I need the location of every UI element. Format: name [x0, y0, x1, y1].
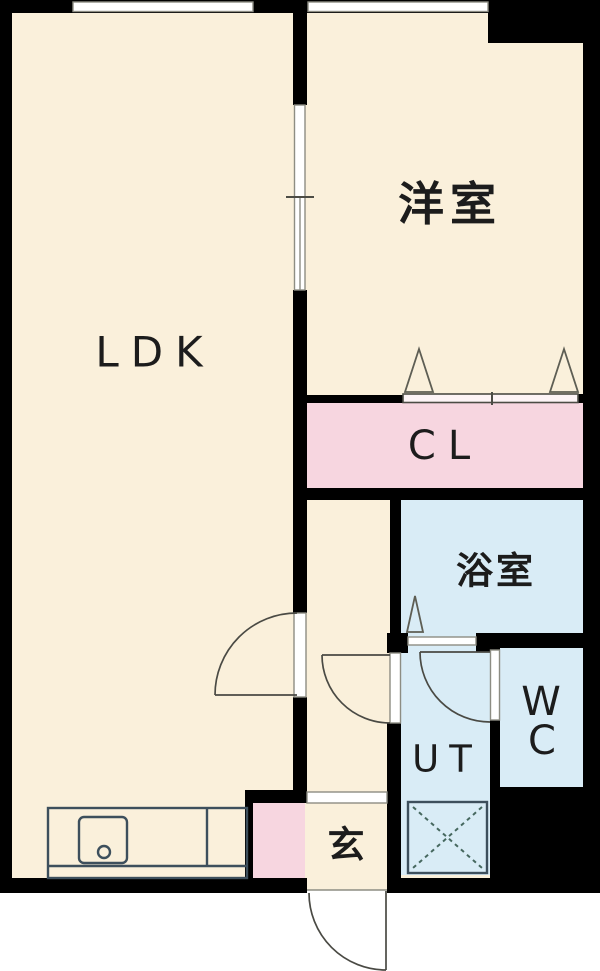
label-ldk: LDK — [95, 328, 214, 377]
wall-partition-mid — [293, 290, 307, 613]
opening-ldk-hall — [293, 612, 307, 698]
entrance-step-band — [306, 791, 388, 804]
label-bedroom: 洋室 — [398, 177, 502, 231]
sink-drain — [96, 844, 112, 860]
closet-door-track — [402, 393, 579, 404]
wall-hall-utility-lower — [387, 723, 401, 878]
wall-entrance-top — [245, 790, 307, 803]
wall-hall-utility-upper — [390, 500, 401, 653]
washing-machine-pan — [406, 800, 489, 875]
wall-closet-bottom — [293, 488, 586, 500]
floor-closet — [307, 396, 583, 488]
wall-partition-top — [293, 13, 307, 105]
floor-wc — [500, 648, 583, 787]
wall-corner-top-right — [488, 0, 600, 43]
opening-hall-utility — [389, 652, 402, 724]
floor-entrance-extension — [307, 878, 387, 890]
label-utility: UT — [412, 738, 482, 781]
label-closet: CL — [408, 423, 482, 469]
floor-utility — [400, 648, 490, 875]
floor-bath — [401, 500, 583, 648]
bath-door-triangle — [405, 595, 425, 633]
kitchen-counter — [46, 806, 249, 880]
wall-bath-bottom-right — [476, 633, 500, 652]
window-bedroom — [307, 1, 489, 13]
closet-door-triangle-right — [548, 346, 580, 393]
door-arc — [419, 651, 491, 723]
door-arc — [321, 654, 391, 724]
door-wc — [419, 651, 491, 723]
label-wc-line1: W — [521, 679, 561, 725]
opening-wc — [489, 649, 501, 721]
wall-closet-top-left — [293, 395, 403, 403]
pan-outline — [406, 800, 489, 875]
door-arc — [308, 892, 387, 971]
counter-outline — [46, 806, 249, 880]
door-entrance — [308, 891, 387, 971]
door-ldk-hall — [214, 612, 298, 696]
window-ldk — [72, 1, 254, 13]
door-arc — [214, 612, 298, 696]
wall-mass-bottom-right — [490, 787, 600, 893]
bath-door-track — [407, 636, 477, 646]
wall-wc-left-lower — [490, 720, 500, 787]
label-entrance: 玄 — [328, 824, 365, 867]
label-bath: 浴室 — [456, 550, 536, 593]
wall-bath-bottom-left — [387, 633, 408, 653]
closet-door-triangle-left — [403, 346, 435, 393]
door-hall-utility — [321, 654, 391, 724]
shoe-cabinet — [253, 803, 305, 878]
label-wc-line2: C — [528, 718, 556, 764]
wall-closet-top-nib — [577, 394, 586, 403]
wall-wc-top — [500, 633, 586, 648]
kitchen-sink — [77, 815, 129, 865]
wall-partition-low — [293, 697, 307, 803]
wall-entrance-left-stub — [245, 790, 253, 878]
